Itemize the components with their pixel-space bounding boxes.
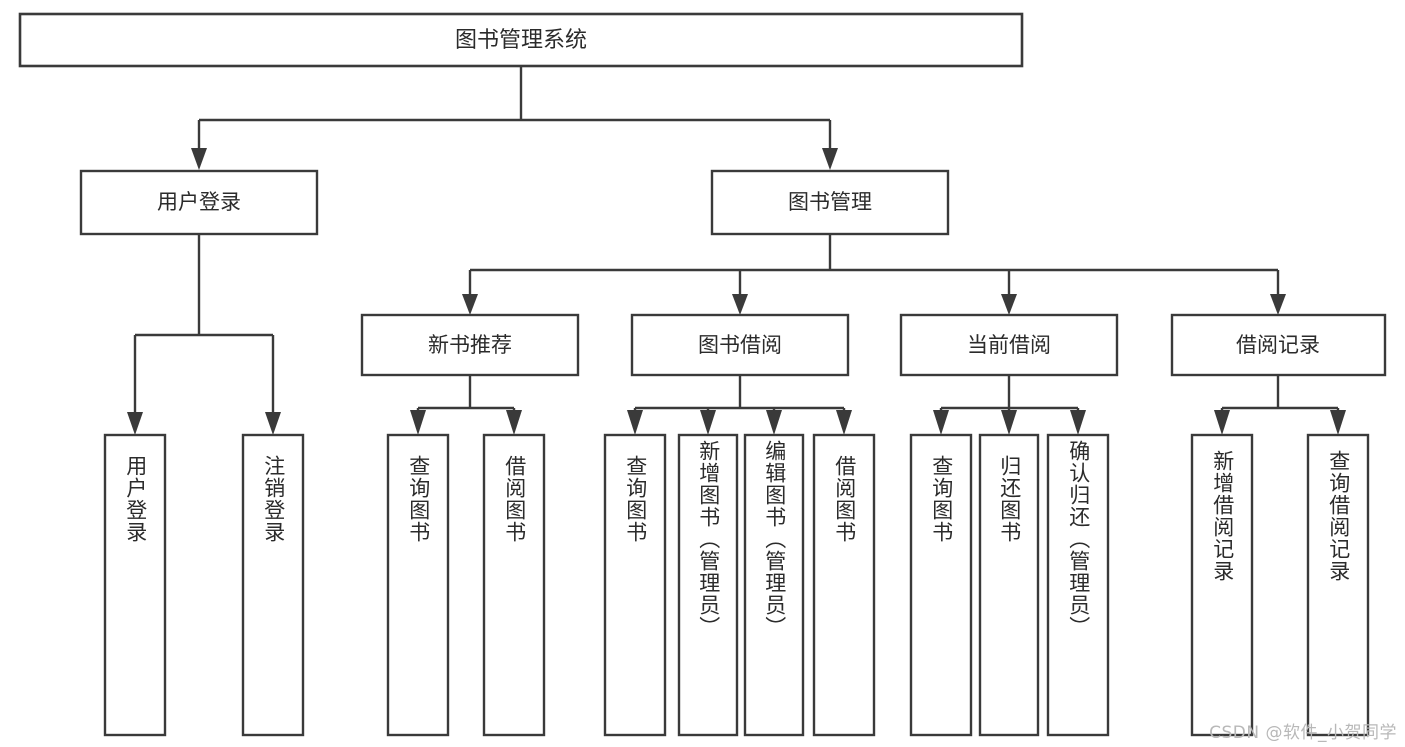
connector-group-root — [191, 66, 838, 170]
node-book-manage[interactable]: 图书管理 — [710, 169, 950, 236]
leaf-boxes-book-borrow — [603, 433, 876, 737]
arrow-bm-to-borrow-record — [1270, 294, 1286, 315]
leaf-box-user-login-0[interactable] — [103, 433, 167, 737]
arrow-bb-to-leaf-3 — [836, 410, 852, 435]
leaf-box-book-borrow-0[interactable] — [603, 433, 667, 737]
node-current-borrow[interactable]: 当前借阅 — [899, 313, 1119, 377]
node-root[interactable]: 图书管理系统 — [18, 12, 1024, 68]
leaf-box-current-borrow-0[interactable] — [909, 433, 973, 737]
node-user-login[interactable]: 用户登录 — [79, 169, 319, 236]
node-borrow-record[interactable]: 借阅记录 — [1170, 313, 1387, 377]
leaf-box-new-book-0[interactable] — [386, 433, 450, 737]
connector-group-borrow-record — [1214, 375, 1346, 435]
connector-group-book-borrow — [627, 375, 852, 435]
arrow-root-to-user-login — [191, 148, 207, 170]
node-root-box[interactable] — [18, 12, 1024, 68]
node-book-borrow[interactable]: 图书借阅 — [630, 313, 850, 377]
arrow-nb-to-leaf-0 — [410, 410, 426, 435]
arrow-br-to-leaf-0 — [1214, 410, 1230, 435]
node-book-borrow-box[interactable] — [630, 313, 850, 377]
node-book-manage-box[interactable] — [710, 169, 950, 236]
node-current-borrow-label: 当前借阅 — [967, 333, 1051, 357]
leaf-box-book-borrow-1[interactable] — [677, 433, 739, 737]
leaf-box-user-login-1[interactable] — [241, 433, 305, 737]
connector-group-current-borrow — [933, 375, 1086, 435]
arrow-bb-to-leaf-1 — [700, 410, 716, 435]
arrow-bb-to-leaf-0 — [627, 410, 643, 435]
arrow-bb-to-leaf-2 — [766, 410, 782, 435]
leaf-box-book-borrow-3[interactable] — [812, 433, 876, 737]
leaf-box-borrow-record-1[interactable] — [1306, 433, 1370, 737]
leaf-box-new-book-1[interactable] — [482, 433, 546, 737]
arrow-bm-to-current-borrow — [1001, 294, 1017, 315]
node-book-borrow-label: 图书借阅 — [698, 333, 782, 357]
node-new-book-recommend[interactable]: 新书推荐 — [360, 313, 580, 377]
leaf-box-current-borrow-1[interactable] — [978, 433, 1040, 737]
connector-group-user-login — [127, 234, 281, 435]
leaf-boxes-user-login — [103, 433, 305, 737]
node-current-borrow-box[interactable] — [899, 313, 1119, 377]
connector-group-book-manage — [462, 234, 1286, 315]
leaf-box-borrow-record-0[interactable] — [1190, 433, 1254, 737]
leaf-boxes-new-book — [386, 433, 546, 737]
arrow-bm-to-new-book — [462, 294, 478, 315]
node-book-manage-label: 图书管理 — [788, 190, 872, 214]
arrow-bm-to-book-borrow — [732, 294, 748, 315]
arrow-br-to-leaf-1 — [1330, 410, 1346, 435]
csdn-watermark: CSDN @软件_小贺同学 — [1209, 723, 1397, 743]
node-borrow-record-box[interactable] — [1170, 313, 1387, 377]
node-root-label: 图书管理系统 — [455, 28, 587, 53]
arrow-cb-to-leaf-0 — [933, 410, 949, 435]
node-new-book-recommend-box[interactable] — [360, 313, 580, 377]
connector-group-new-book — [410, 375, 522, 435]
node-borrow-record-label: 借阅记录 — [1236, 333, 1320, 357]
node-user-login-box[interactable] — [79, 169, 319, 236]
leaf-box-current-borrow-2[interactable] — [1046, 433, 1110, 737]
arrow-ul-to-leaf-0 — [127, 412, 143, 435]
leaf-box-book-borrow-2[interactable] — [743, 433, 805, 737]
arrow-nb-to-leaf-1 — [506, 410, 522, 435]
arrow-root-to-book-manage — [822, 148, 838, 170]
leaf-boxes-current-borrow — [909, 433, 1110, 737]
arrow-cb-to-leaf-2 — [1070, 410, 1086, 435]
node-new-book-recommend-label: 新书推荐 — [428, 333, 512, 357]
arrow-cb-to-leaf-1 — [1001, 410, 1017, 435]
arrow-ul-to-leaf-1 — [265, 412, 281, 435]
node-user-login-label: 用户登录 — [157, 190, 241, 214]
leaf-boxes-borrow-record — [1190, 433, 1370, 737]
